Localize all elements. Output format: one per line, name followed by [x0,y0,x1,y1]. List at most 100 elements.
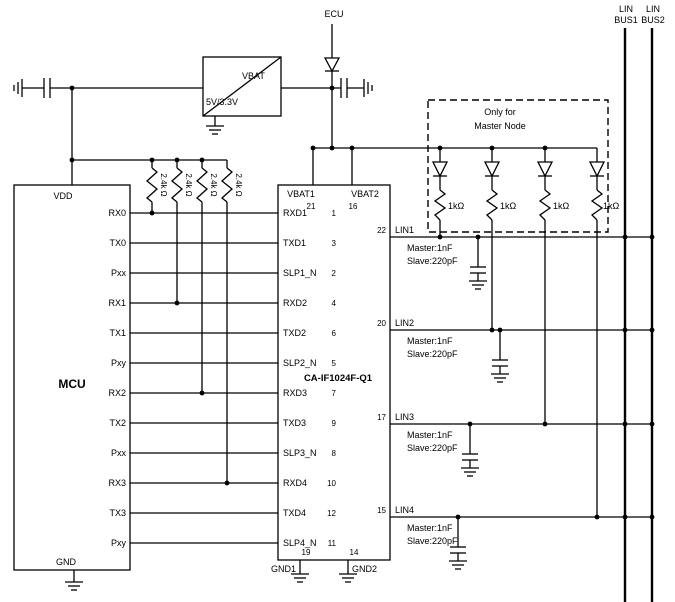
transceiver-outline [277,184,391,561]
junction-dot [455,514,461,520]
junction-dot [437,145,443,151]
junction-dot [649,421,655,427]
mcu-pin-label: RX3 [108,478,126,488]
lin3-capacitor: Master:1nF Slave:220pF [407,424,479,477]
junction-dot [622,234,628,240]
lin2-capacitor: Master:1nF Slave:220pF [407,330,509,383]
junction-dot [475,234,481,240]
cap-slave-label: Slave:220pF [407,349,458,359]
regulator-vbat-label: VBAT [242,71,265,81]
junction-dot [542,421,548,427]
lin-pin-label: LIN2 [395,318,414,328]
mcu-block: VDD MCU GND RX0 TX0 Pxx RX1 TX1 Pxy RX2 … [13,184,131,591]
junction-dot [69,157,75,163]
bus1-label-line1: LIN [619,4,633,14]
master-node-label-line1: Only for [484,107,516,117]
cap-slave-label: Slave:220pF [407,536,458,546]
junction-dot [199,157,205,163]
junction-dot [622,327,628,333]
junction-dot [349,145,355,151]
lin-pin-label: LIN4 [395,505,414,515]
capacitor-icon [43,78,51,98]
chip-pin-num: 20 [377,319,386,328]
capacitor-icon [462,453,478,461]
junction-dot [69,85,75,91]
junction-dot [467,421,473,427]
master-node-label-line2: Master Node [474,121,526,131]
chip-pin-num: 15 [377,506,386,515]
capacitor-icon [492,359,508,367]
master-pullup-3: 1kΩ [536,148,570,424]
chip-pin-num: 11 [328,539,337,548]
chip-pin-label: TXD3 [283,418,306,428]
mcu-gnd-label: GND [56,557,77,567]
diode-icon [483,161,501,178]
resistor-icon [170,167,184,203]
signal-wires [130,212,278,544]
chip-pin-num: 7 [332,389,337,398]
pullup-value-label: 2.4k Ω [159,173,168,196]
mcu-pin-label: RX1 [108,298,126,308]
junction-dot [329,145,335,151]
master-resistor-label: 1kΩ [603,201,620,211]
diode-icon [323,57,341,73]
chip-pin-label: SLP1_N [283,268,317,278]
chip-pin-label: SLP4_N [283,538,317,548]
pullup-resistor-3: 2.4k Ω [195,160,218,393]
chip-pin-label: RXD3 [283,388,307,398]
ground-icon [65,581,83,591]
lin-buses: LIN BUS1 LIN BUS2 [614,4,665,602]
mcu-pin-label: TX0 [109,238,126,248]
resistor-icon [538,189,552,221]
mcu-outline [13,184,131,571]
junction-dot [594,514,600,520]
resistor-icon [220,167,234,203]
lin-pin-label: LIN1 [395,225,414,235]
chip-pin-num: 12 [327,509,336,518]
master-resistor-label: 1kΩ [500,201,517,211]
mcu-pin-label: Pxx [111,448,127,458]
chip-pin-label: RXD2 [283,298,307,308]
ground-icon [491,373,509,383]
lin4-capacitor: Master:1nF Slave:220pF [407,517,467,570]
ground-icon [469,280,487,290]
master-resistor-label: 1kΩ [448,201,465,211]
junction-dots [69,85,655,520]
chip-pin-label: GND2 [352,564,377,574]
junction-dot [649,234,655,240]
pullup-resistor-1: 2.4k Ω [145,160,168,213]
mcu-name: MCU [58,377,85,391]
junction-dot [622,514,628,520]
ground-icon [291,573,309,583]
pullup-value-label: 2.4k Ω [184,173,193,196]
chip-pin-num: 1 [332,209,337,218]
chip-pin-label: TXD2 [283,328,306,338]
junction-dot [649,327,655,333]
lin-pin-label: LIN3 [395,412,414,422]
chip-pin-num: 6 [332,329,337,338]
lin1-capacitor: Master:1nF Slave:220pF [407,237,487,290]
chip-pin-num: 5 [332,359,337,368]
chip-pin-label: VBAT2 [351,189,379,199]
ground-icon [339,573,357,583]
mcu-pin-label: TX3 [109,508,126,518]
master-resistor-label: 1kΩ [553,201,570,211]
chip-pin-num: 8 [332,449,337,458]
junction-dot [622,421,628,427]
mcu-pin-label: TX2 [109,418,126,428]
chip-pin-label: TXD1 [283,238,306,248]
transceiver-block: CA-IF1024F-Q1 RXD1 1 TXD1 3 SLP1_N 2 RXD… [271,148,414,583]
junction-dot [174,300,180,306]
ground-icon [206,125,224,135]
chip-pin-label: SLP2_N [283,358,317,368]
chip-pin-num: 14 [350,548,359,557]
junction-dot [199,390,205,396]
ground-icon [13,79,23,97]
pullup-value-label: 2.4k Ω [234,173,243,196]
junction-dot [310,145,316,151]
chip-pin-label: SLP3_N [283,448,317,458]
bus2-label-line1: LIN [646,4,660,14]
transceiver-name: CA-IF1024F-Q1 [304,373,373,384]
chip-pin-num: 3 [332,239,337,248]
junction-dot [149,157,155,163]
